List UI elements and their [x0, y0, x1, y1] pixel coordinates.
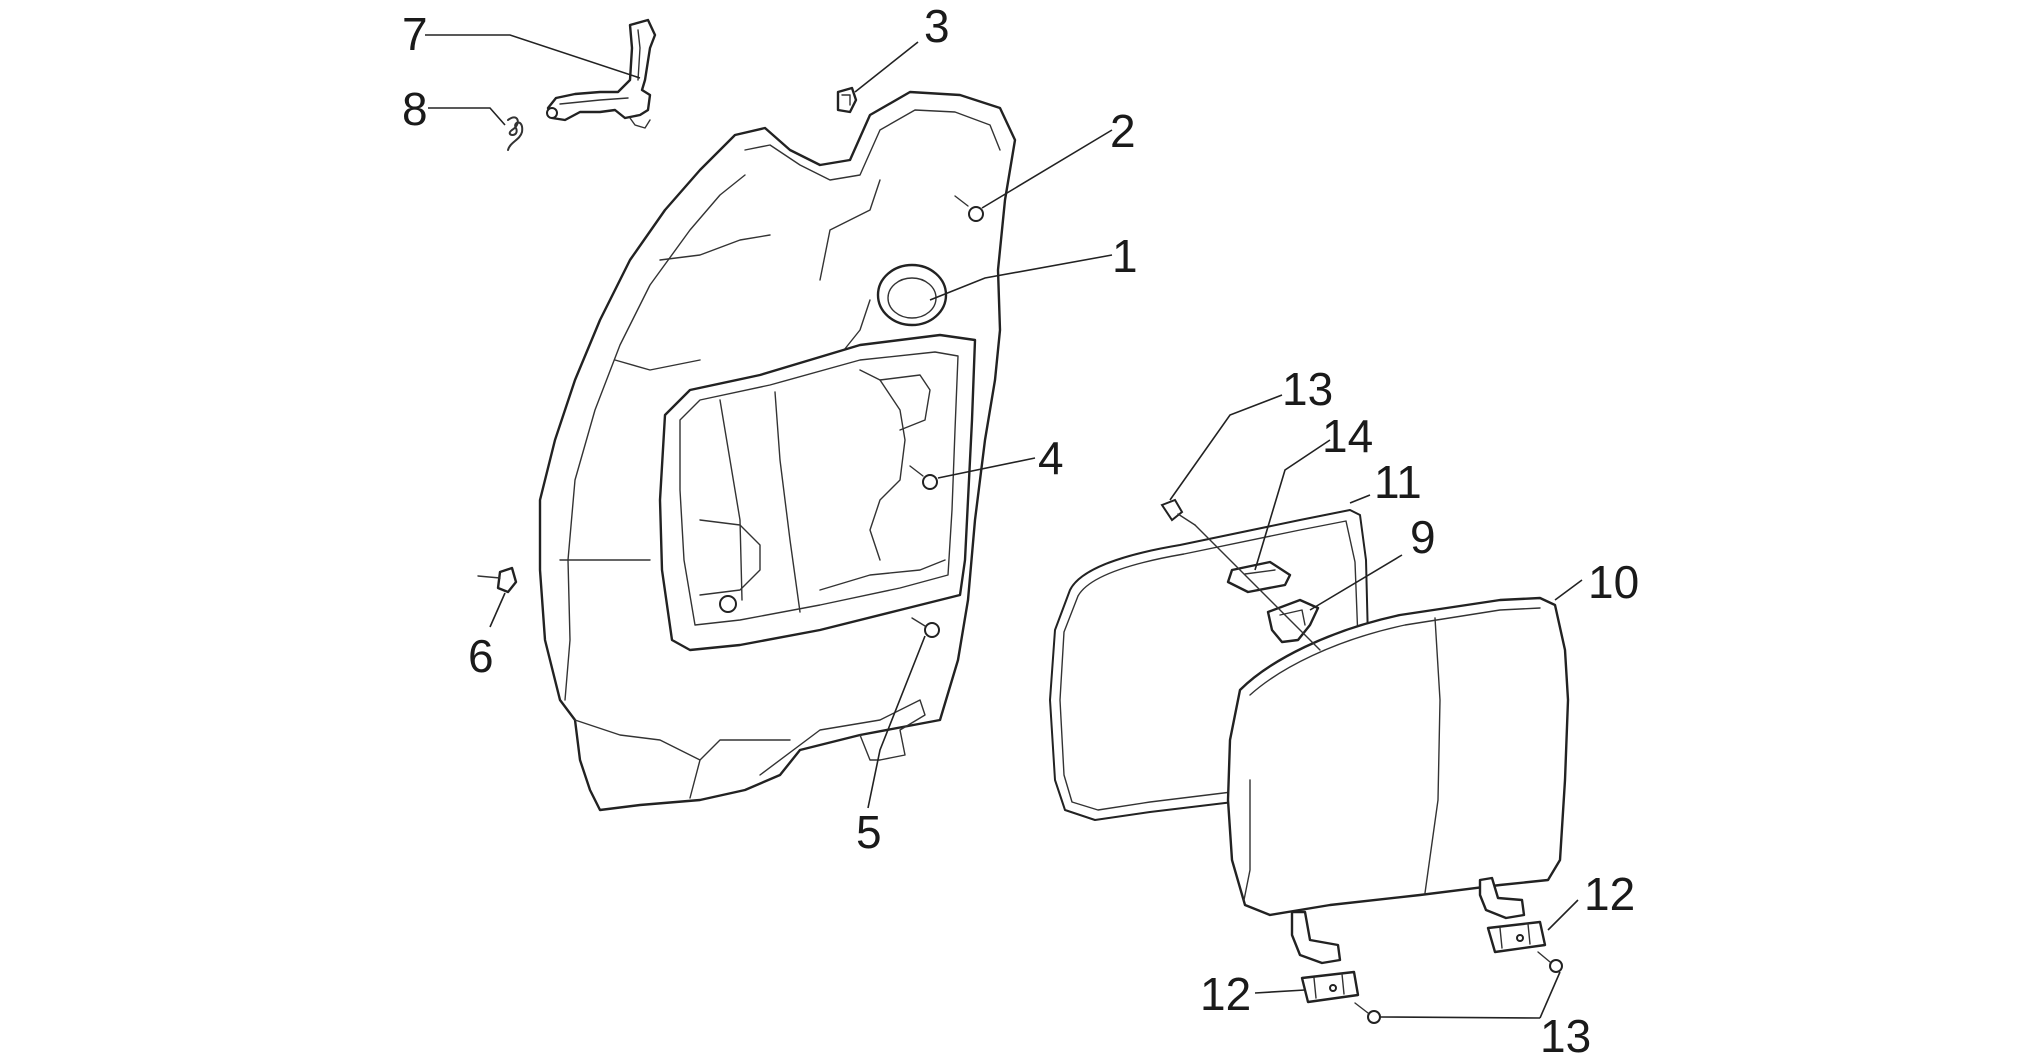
callout-4: 4	[1038, 432, 1064, 484]
leader-lines	[425, 34, 1583, 1019]
screw-lower	[911, 617, 940, 638]
hinge-left	[1290, 910, 1342, 965]
clip-nut-top	[836, 86, 858, 114]
callout-6: 6	[468, 630, 494, 682]
latch-bracket	[1226, 560, 1292, 594]
callout-9: 9	[1410, 511, 1436, 563]
leg-shield-panel	[538, 90, 1017, 812]
screw-glovebox	[909, 465, 938, 490]
clip-nut-side	[477, 566, 518, 594]
grommet	[719, 595, 737, 613]
callout-12-right: 12	[1584, 868, 1635, 920]
callout-2: 2	[1110, 105, 1136, 157]
callout-3: 3	[924, 0, 950, 52]
bag-hook-bracket	[546, 18, 657, 129]
callout-13-upper: 13	[1282, 363, 1333, 415]
callout-labels: 7 8 3 2 1 4 5 6 13 14 11 9 10 12 12 13	[402, 0, 1639, 1062]
screw-hinge-right	[1537, 951, 1563, 973]
callout-13-lower: 13	[1540, 1010, 1591, 1058]
callout-1: 1	[1112, 230, 1138, 282]
hinge-right	[1478, 876, 1526, 920]
screw-hinge-left	[1354, 1002, 1381, 1024]
glovebox-door	[1226, 596, 1570, 917]
spring	[507, 116, 524, 151]
screw-door-upper	[1160, 498, 1196, 526]
hinge-plate-left	[1300, 970, 1360, 1004]
callout-7: 7	[402, 8, 428, 60]
hinge-plate-right	[1486, 920, 1547, 954]
callout-10: 10	[1588, 556, 1639, 608]
callout-12-left: 12	[1200, 968, 1251, 1020]
callout-11: 11	[1374, 456, 1422, 508]
callout-14: 14	[1322, 410, 1373, 462]
callout-8: 8	[402, 83, 428, 135]
callout-5: 5	[856, 806, 882, 858]
screw-top	[954, 195, 984, 222]
screw-axis-line	[1194, 524, 1321, 651]
